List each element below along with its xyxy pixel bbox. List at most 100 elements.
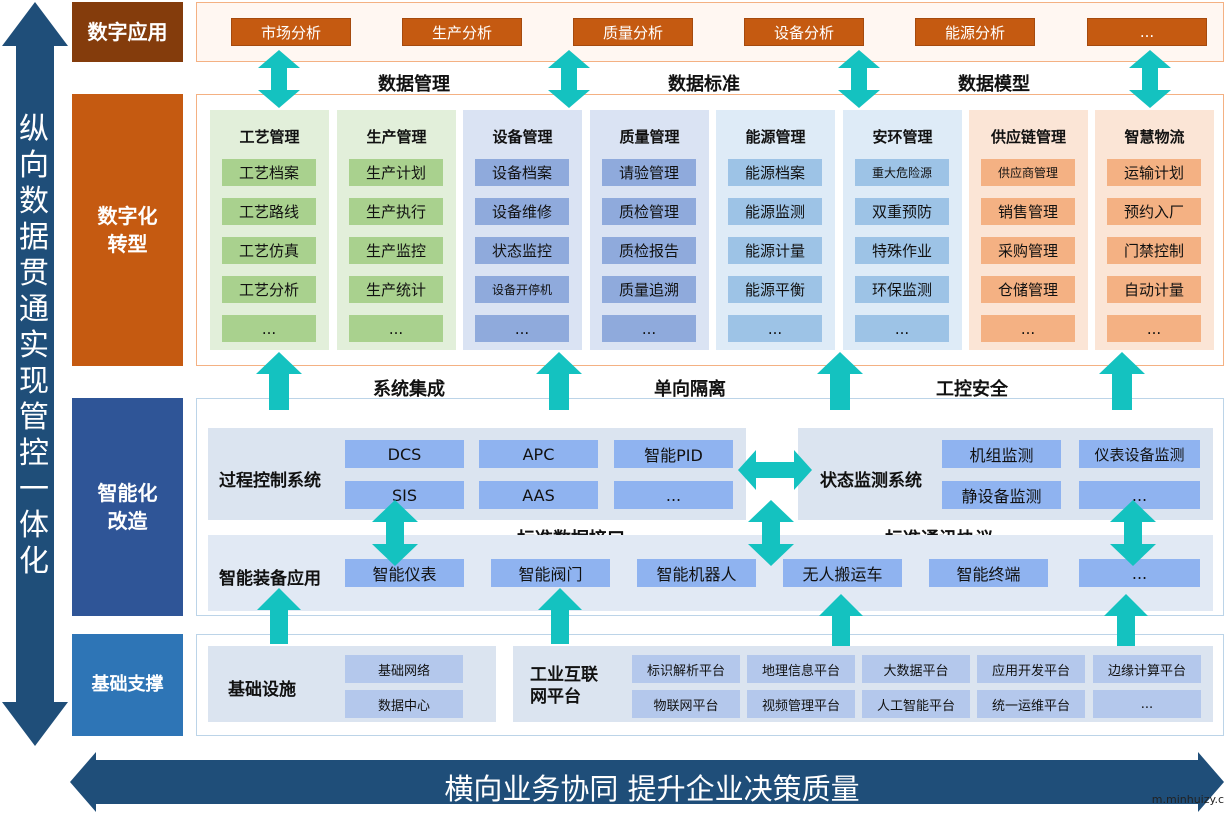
app-equipment-analysis: 设备分析	[744, 18, 864, 46]
module-item: 状态监控	[475, 237, 569, 264]
module-item-label: 设备开停机	[491, 283, 552, 297]
module-item: 设备档案	[475, 159, 569, 186]
module-item: 重大危险源	[855, 159, 949, 186]
module-supply-chain: 供应链管理 供应商管理 销售管理 采购管理 仓储管理 ...	[969, 110, 1088, 350]
app-label: 市场分析	[260, 23, 321, 42]
iiot-item: 应用开发平台	[977, 655, 1085, 683]
label-system-integration: 系统集成	[373, 379, 445, 400]
iiot-item-label: ...	[1140, 696, 1154, 712]
infra-item: 基础网络	[345, 655, 463, 683]
module-title: 生产管理	[366, 128, 427, 146]
module-item-label: 设备档案	[491, 164, 552, 182]
cm-item-label: 仪表设备监测	[1094, 445, 1185, 464]
module-item: 销售管理	[981, 198, 1075, 225]
iiot-item-label: 边缘计算平台	[1107, 663, 1186, 679]
module-item-label: 仓储管理	[997, 281, 1058, 299]
module-item: 设备开停机	[475, 276, 569, 303]
cm-item: ...	[1079, 481, 1200, 509]
iiot-item-label: 人工智能平台	[876, 698, 955, 714]
up-arrow-icon	[536, 352, 582, 410]
app-label: ...	[1139, 23, 1155, 41]
module-title: 设备管理	[492, 128, 553, 146]
module-item-label: 质检报告	[618, 242, 679, 260]
pc-item: ...	[614, 481, 733, 509]
label-one-way-isolation: 单向隔离	[654, 379, 726, 400]
layer-label-text: 基础支撑	[91, 674, 164, 695]
pc-item: SIS	[345, 481, 464, 509]
module-hse: 安环管理 重大危险源 双重预防 特殊作业 环保监测 ...	[843, 110, 962, 350]
se-item: 智能终端	[929, 559, 1048, 587]
app-label: 质量分析	[602, 23, 663, 42]
watermark: m.minhuizy.c	[1151, 793, 1224, 806]
module-item-label: ...	[514, 319, 530, 338]
label-data-standard: 数据标准	[668, 74, 740, 95]
module-item-label: 生产执行	[365, 203, 426, 221]
panel-digital-app	[196, 2, 1224, 62]
module-item: 生产监控	[349, 237, 443, 264]
layer-label-digital-app: 数字应用	[72, 2, 183, 62]
infra-item-label: 基础网络	[377, 663, 430, 679]
vertical-arrow-text: 纵向数据贯通 实现管控一体化	[19, 112, 49, 579]
layer-label-text: 数字应用	[87, 20, 168, 44]
module-title: 智慧物流	[1124, 128, 1185, 146]
app-label: 能源分析	[944, 23, 1005, 42]
se-item: 智能机器人	[637, 559, 756, 587]
pc-item: DCS	[345, 440, 464, 468]
iiot-item-label: 物联网平台	[653, 698, 719, 714]
infra-item: 数据中心	[345, 690, 463, 718]
module-title: 质量管理	[619, 128, 680, 146]
module-item-label: 请验管理	[618, 164, 679, 182]
module-item: 设备维修	[475, 198, 569, 225]
se-item-label: 无人搬运车	[802, 565, 883, 584]
se-item: 无人搬运车	[783, 559, 902, 587]
double-arrow-icon	[548, 50, 590, 108]
module-item-label: 能源计量	[744, 242, 805, 260]
module-process: 工艺管理 工艺档案 工艺路线 工艺仿真 工艺分析 ...	[210, 110, 329, 350]
pc-item-label: DCS	[387, 444, 422, 464]
module-item-label: 采购管理	[997, 242, 1058, 260]
module-item: 请验管理	[602, 159, 696, 186]
layer-label-transformation: 数字化转型	[72, 94, 183, 366]
module-equipment: 设备管理 设备档案 设备维修 状态监控 设备开停机 ...	[463, 110, 582, 350]
double-arrow-icon	[1110, 500, 1156, 566]
se-item: ...	[1079, 559, 1200, 587]
module-item: ...	[1107, 315, 1201, 342]
process-control-title: 过程控制系统	[219, 471, 321, 491]
up-arrow-icon	[257, 588, 301, 644]
banner-arrow-text: 横向业务协同 提升企业决策质量	[444, 772, 860, 806]
module-item-label: 设备维修	[491, 203, 552, 221]
iiot-item: 统一运维平台	[977, 690, 1085, 718]
module-item: 双重预防	[855, 198, 949, 225]
cm-item-label: ...	[1131, 485, 1148, 505]
module-item: ...	[602, 315, 696, 342]
se-item-label: 智能仪表	[372, 565, 437, 584]
module-item: ...	[855, 315, 949, 342]
module-item: 生产执行	[349, 198, 443, 225]
iiot-item: 物联网平台	[632, 690, 740, 718]
module-item-label: 能源平衡	[744, 281, 805, 299]
module-item-label: 能源档案	[744, 164, 805, 182]
se-item: 智能阀门	[491, 559, 610, 587]
layer-label-foundation: 基础支撑	[72, 634, 183, 736]
module-item: 自动计量	[1107, 276, 1201, 303]
label-ics-security: 工控安全	[936, 379, 1008, 400]
module-item-label: 质量追溯	[618, 281, 679, 299]
cm-item: 机组监测	[942, 440, 1061, 468]
iiot-item-label: 大数据平台	[883, 663, 949, 679]
module-item-label: 自动计量	[1123, 281, 1184, 299]
module-item: 生产计划	[349, 159, 443, 186]
module-title: 供应链管理	[990, 128, 1066, 146]
module-item-label: 生产监控	[365, 242, 426, 260]
module-item: 工艺仿真	[222, 237, 316, 264]
iiot-item: ...	[1093, 690, 1201, 718]
module-item-label: 生产统计	[365, 281, 426, 299]
iiot-item-label: 统一运维平台	[991, 698, 1070, 714]
module-item: 预约入厂	[1107, 198, 1201, 225]
module-item-label: 销售管理	[997, 203, 1058, 221]
module-item-label: ...	[767, 319, 783, 338]
module-item-label: 质检管理	[618, 203, 679, 221]
iiot-item: 视频管理平台	[747, 690, 855, 718]
module-item-label: ...	[641, 319, 657, 338]
pc-item-label: AAS	[522, 485, 555, 505]
iiot-item: 人工智能平台	[862, 690, 970, 718]
